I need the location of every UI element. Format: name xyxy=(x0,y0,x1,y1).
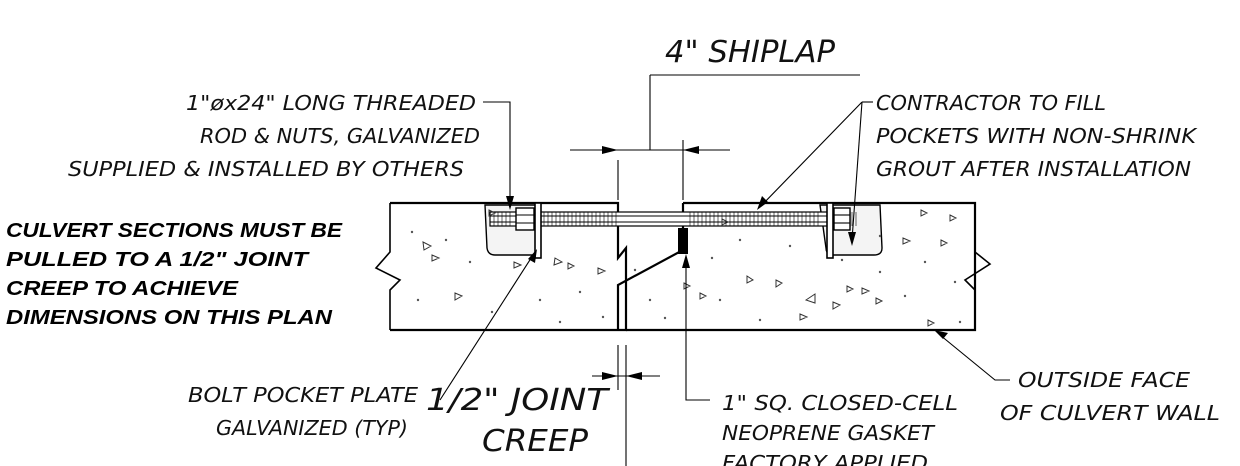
plate-label-line2: GALVANIZED (TYP) xyxy=(216,416,408,440)
gasket-label-line2: NEOPRENE GASKET xyxy=(722,421,936,445)
rod-leader xyxy=(483,101,514,210)
plate-leader xyxy=(439,249,537,401)
creep-label-line1: 1/2" JOINT xyxy=(426,383,611,418)
bolt-pocket-plate-left xyxy=(534,202,542,259)
creep-label-line2: CREEP xyxy=(482,424,589,459)
plate-label-line1: BOLT POCKET PLATE xyxy=(188,383,418,407)
gasket-leader xyxy=(682,254,710,401)
shiplap-label: 4" SHIPLAP xyxy=(665,35,836,70)
grout-leaders xyxy=(757,101,873,246)
note-line1: CULVERT SECTIONS MUST BE xyxy=(6,220,343,242)
grout-label-line1: CONTRACTOR TO FILL xyxy=(876,91,1106,115)
gasket-label-line1: 1" SQ. CLOSED-CELL xyxy=(722,391,958,415)
outside-face-leader xyxy=(934,330,1010,381)
bolt-pocket-plate-right xyxy=(826,202,834,259)
shiplap-dimension xyxy=(570,74,860,200)
grout-label-line2: POCKETS WITH NON-SHRINK xyxy=(876,124,1198,148)
concrete-wall-left xyxy=(374,201,628,332)
joint-creep-dimension xyxy=(592,345,660,466)
concrete-aggregate xyxy=(410,209,962,327)
rod-label-line2: ROD & NUTS, GALVANIZED xyxy=(200,124,480,148)
note-line4: DIMENSIONS ON THIS PLAN xyxy=(6,307,333,329)
face-label-line1: OUTSIDE FACE xyxy=(1018,368,1190,392)
nut-right xyxy=(833,207,851,231)
threaded-rod xyxy=(489,211,857,227)
note-line2: PULLED TO A 1/2" JOINT xyxy=(6,249,310,271)
grout-label-line3: GROUT AFTER INSTALLATION xyxy=(876,157,1191,181)
rod-label-line3: SUPPLIED & INSTALLED BY OTHERS xyxy=(68,157,464,181)
nut-left xyxy=(515,207,535,231)
face-label-line2: OF CULVERT WALL xyxy=(1000,401,1220,425)
neoprene-gasket xyxy=(678,228,688,254)
gasket-label-line3: FACTORY APPLIED xyxy=(722,451,928,466)
rod-label-line1: 1"øx24" LONG THREADED xyxy=(186,91,476,115)
note-line3: CREEP TO ACHIEVE xyxy=(6,278,239,300)
